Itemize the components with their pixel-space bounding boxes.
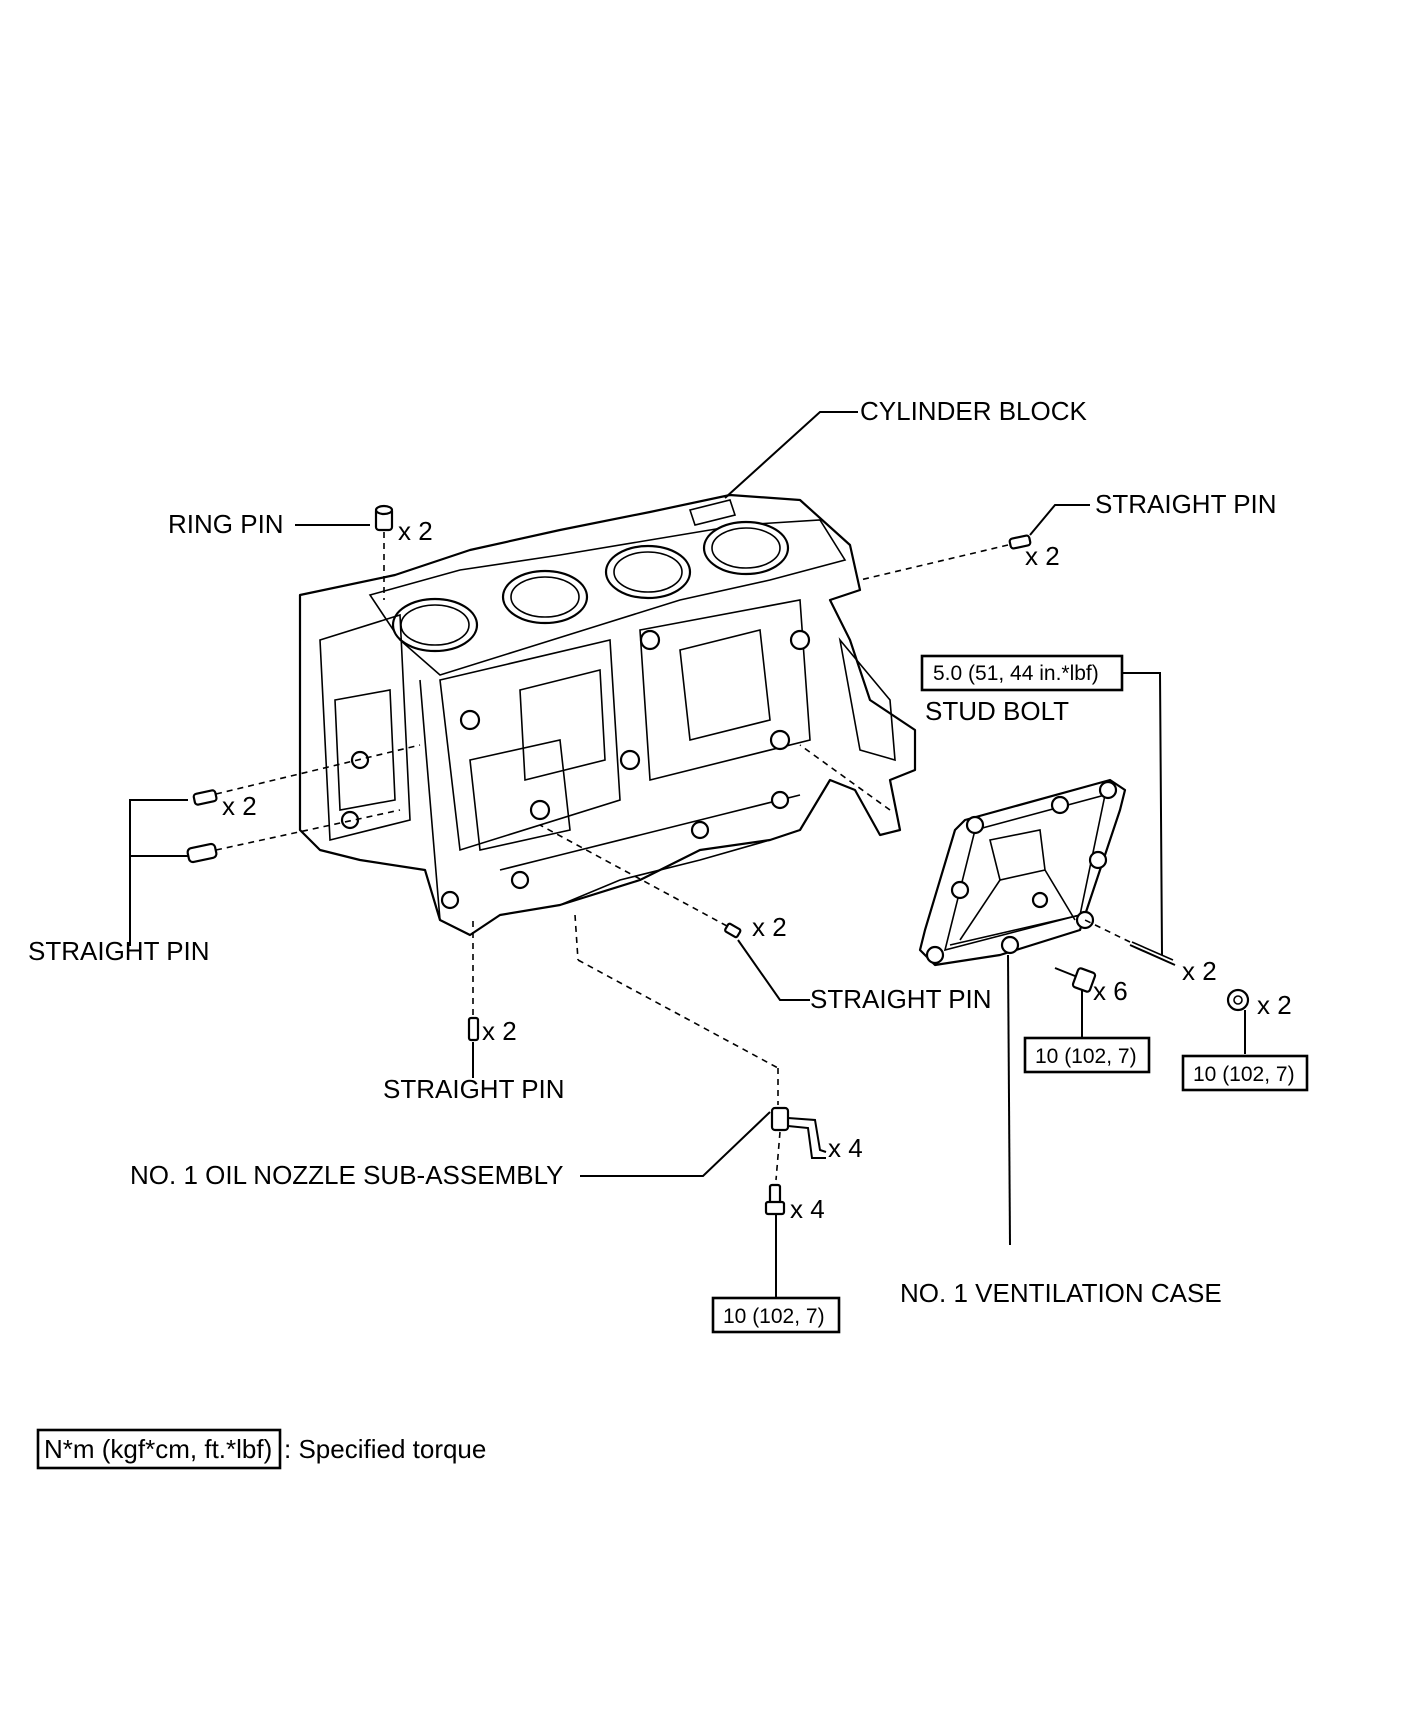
case-bolt-icon: [1054, 967, 1097, 993]
torque-box-case-bolt: 10 (102, 7): [1023, 1036, 1151, 1074]
qty-stud-bolt: x 2: [1182, 956, 1217, 986]
torque-stud-bolt: 5.0 (51, 44 in.*lbf): [933, 662, 1099, 685]
ventilation-case-illustration: [918, 778, 1127, 967]
legend-unit: N*m (kgf*cm, ft.*lbf): [44, 1434, 272, 1464]
label-straight-pin-top: STRAIGHT PIN: [1095, 489, 1277, 519]
label-straight-pin-bottom: STRAIGHT PIN: [383, 1074, 565, 1104]
qty-straight-pin-bottom: x 2: [482, 1016, 517, 1046]
label-oil-nozzle: NO. 1 OIL NOZZLE SUB-ASSEMBLY: [130, 1160, 563, 1190]
nozzle-bolt-icon: [764, 1183, 786, 1216]
qty-straight-pin-left: x 2: [222, 791, 257, 821]
qty-straight-pin-top: x 2: [1025, 541, 1060, 571]
qty-case-bolt: x 6: [1093, 976, 1128, 1006]
straight-pin-top-icon: [1008, 534, 1032, 550]
assembly-lines: [215, 532, 1131, 1181]
label-straight-pin-front: STRAIGHT PIN: [810, 984, 992, 1014]
legend-description: : Specified torque: [284, 1434, 486, 1464]
label-ring-pin: RING PIN: [168, 509, 284, 539]
leader-lines: [129, 411, 1246, 1298]
oil-nozzle-icon: [770, 1106, 827, 1159]
label-ventilation-case: NO. 1 VENTILATION CASE: [900, 1278, 1222, 1308]
label-stud-bolt: STUD BOLT: [925, 696, 1069, 726]
straight-pin-left-icon: [186, 789, 218, 864]
ring-pin-icon: [374, 504, 394, 532]
torque-nozzle-bolt: 10 (102, 7): [723, 1305, 825, 1328]
qty-straight-pin-front: x 2: [752, 912, 787, 942]
qty-nozzle-bolt: x 4: [790, 1194, 825, 1224]
label-cylinder-block: CYLINDER BLOCK: [860, 396, 1087, 426]
qty-oil-nozzle: x 4: [828, 1133, 863, 1163]
case-nut-icon: [1226, 988, 1250, 1012]
label-straight-pin-left: STRAIGHT PIN: [28, 936, 210, 966]
qty-case-nut: x 2: [1257, 990, 1292, 1020]
cylinder-block-illustration: [298, 493, 917, 937]
torque-box-case-nut: 10 (102, 7): [1181, 1054, 1309, 1092]
torque-box-nozzle-bolt: 10 (102, 7): [711, 1296, 841, 1334]
stud-bolt-icon: [1129, 941, 1176, 966]
torque-legend: N*m (kgf*cm, ft.*lbf) : Specified torque: [36, 1428, 486, 1470]
straight-pin-front-icon: [724, 922, 742, 939]
torque-case-nut: 10 (102, 7): [1193, 1063, 1295, 1086]
qty-ring-pin: x 2: [398, 516, 433, 546]
straight-pin-bottom-icon: [467, 1016, 480, 1042]
torque-box-stud-bolt: 5.0 (51, 44 in.*lbf): [920, 654, 1124, 692]
torque-case-bolt: 10 (102, 7): [1035, 1045, 1137, 1068]
